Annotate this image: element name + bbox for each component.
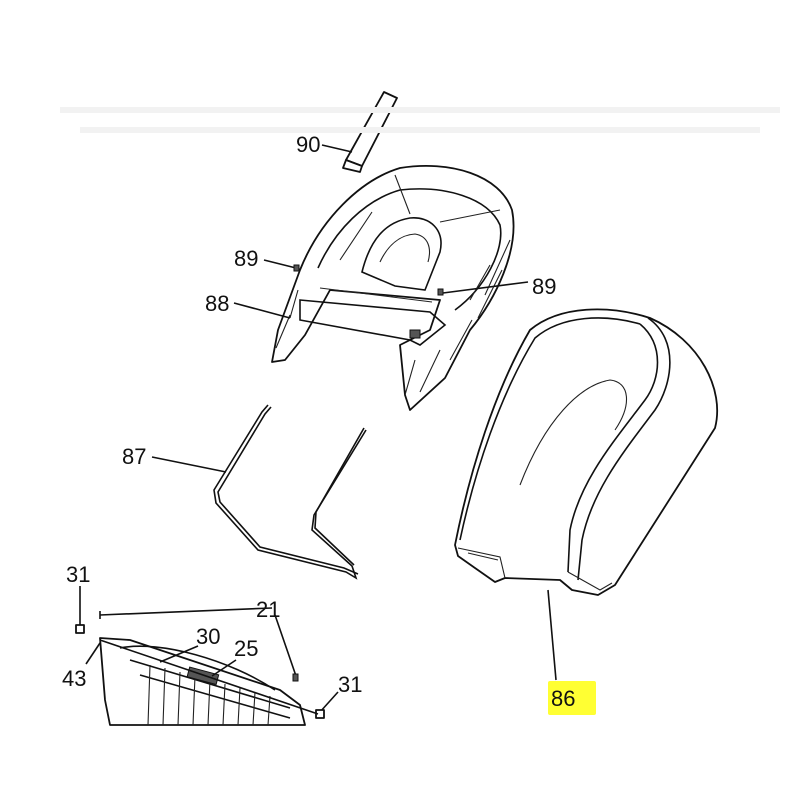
leader-21 [274, 614, 297, 677]
leader-88 [233, 302, 291, 319]
label-31-left: 31 [66, 562, 90, 587]
part-88-upper-housing [271, 165, 515, 411]
label-87: 87 [122, 444, 146, 469]
part-86-grass-bag [454, 308, 719, 596]
leader-30 [159, 645, 199, 663]
leader-87 [151, 456, 227, 473]
label-89-right: 89 [532, 274, 556, 299]
label-86-highlight [548, 681, 596, 715]
label-90: 90 [296, 132, 320, 157]
leader-25 [211, 659, 237, 677]
part-89-screw-left [263, 259, 300, 272]
part-31-bushing-right [315, 691, 339, 719]
part-21-end [292, 673, 299, 682]
rear-deck-assembly [99, 637, 319, 726]
label-21: 21 [256, 597, 280, 622]
part-87-wire-frame [213, 404, 367, 580]
label-89-left: 89 [234, 246, 258, 271]
label-31-right: 31 [338, 672, 362, 697]
part-89-screw-right [437, 281, 529, 296]
part-31-bushing-left [75, 586, 85, 634]
label-30: 30 [196, 624, 220, 649]
part-21-axle [99, 607, 273, 619]
leader-90 [321, 144, 353, 153]
label-43: 43 [62, 666, 86, 691]
label-86: 86 [551, 686, 575, 711]
label-25: 25 [234, 636, 258, 661]
leader-43 [85, 639, 103, 665]
background-faint-lines [60, 107, 780, 133]
label-88: 88 [205, 291, 229, 316]
leader-86 [547, 589, 557, 681]
